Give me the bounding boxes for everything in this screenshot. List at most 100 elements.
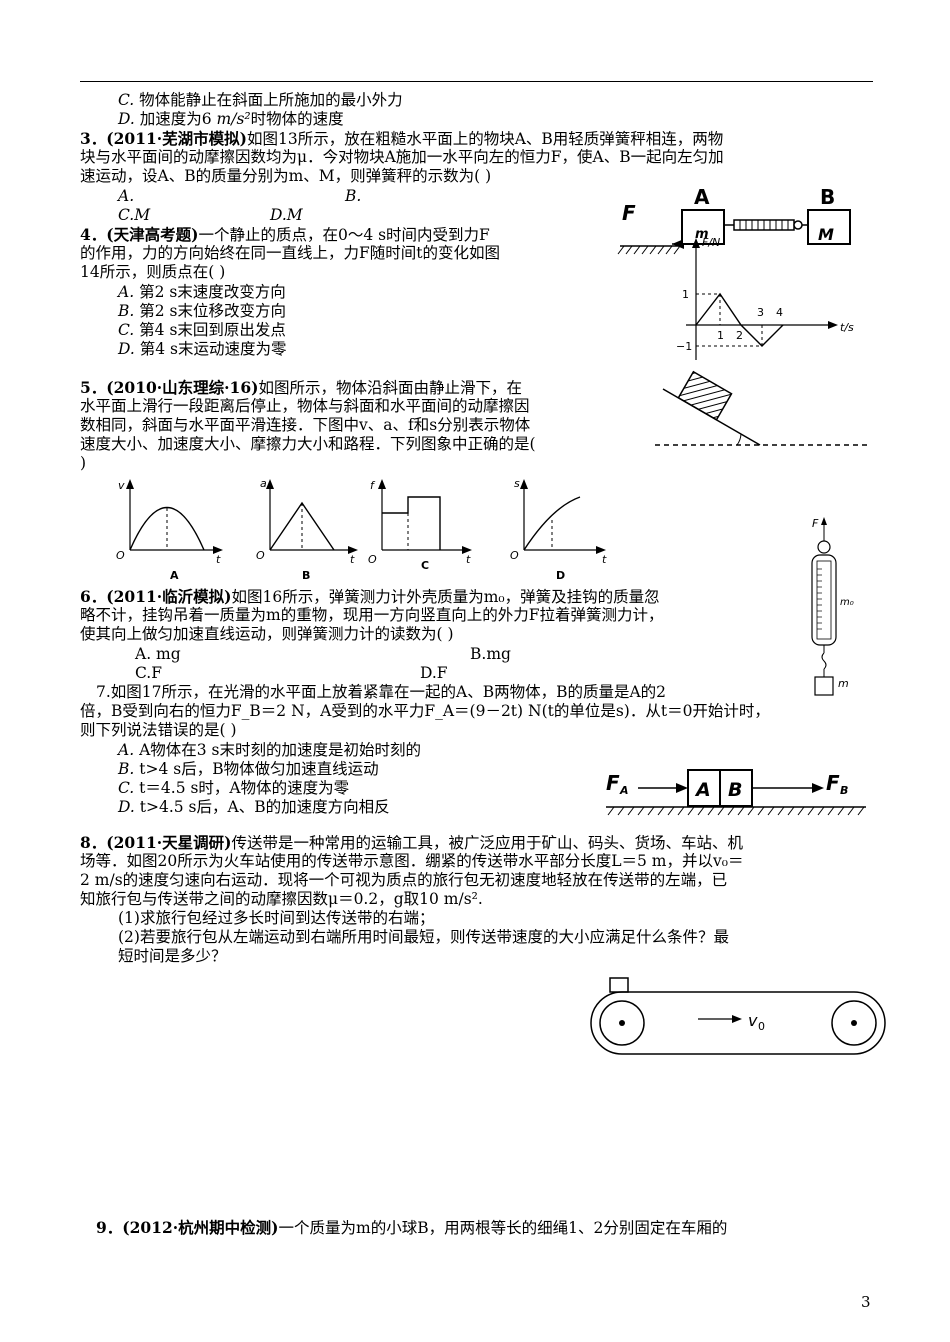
graph-ylabel: F/N — [702, 236, 720, 249]
q8-sub2: (2)若要旅行包从左端运动到右端所用时间最短，则传送带速度的大小应满足什么条件？… — [118, 928, 729, 946]
svg-text:O: O — [510, 549, 519, 562]
q6-option-b: B.mg — [470, 645, 511, 663]
luggage — [609, 977, 629, 993]
q7-option-a: A. A物体在3 s末时刻的加速度是初始时刻的 — [118, 741, 422, 759]
svg-text:O: O — [368, 553, 377, 566]
q7-line1: 7.如图17所示，在光滑的水平面上放着紧靠在一起的A、B两物体，B的质量是A的2 — [96, 683, 667, 701]
figure-blocks-spring: F A m B M — [617, 185, 851, 255]
figure-ab-blocks: F A A B F B — [606, 769, 866, 816]
svg-text:F: F — [606, 771, 620, 795]
svg-text:t: t — [466, 553, 471, 566]
svg-text:B: B — [302, 569, 310, 582]
graph-x2: 2 — [736, 329, 743, 342]
q6-line2: 略不计，挂钩吊着一质量为m的重物，现用一方向竖直向上的外力F拉着弹簧测力计， — [80, 606, 664, 624]
q4-option-b: B. 第2 s末位移改变方向 — [118, 302, 287, 320]
svg-text:m₀: m₀ — [840, 597, 854, 608]
q6-option-c: C.F — [135, 664, 162, 682]
figure-spring-scale: F m₀ m — [811, 517, 854, 696]
q7-option-d: D. t>4.5 s后，A、B的加速度方向相反 — [118, 798, 390, 816]
q4-option-c: C. 第4 s末回到原出发点 — [118, 321, 286, 339]
svg-text:D: D — [556, 569, 565, 582]
q3-option-d: D.M — [270, 206, 303, 224]
page-number: 3 — [861, 1293, 871, 1311]
block-b-mass: M — [818, 225, 834, 244]
svg-text:A: A — [694, 779, 711, 801]
q4-option-a: A. 第2 s末速度改变方向 — [118, 283, 286, 301]
figure-incline — [655, 370, 870, 446]
svg-text:A: A — [619, 784, 629, 797]
graph-b: a O t B — [256, 477, 358, 582]
q7-option-b: B. t>4 s后，B物体做匀加速直线运动 — [118, 760, 379, 778]
q6-line1: 6．(2011·临沂模拟)如图16所示，弹簧测力计外壳质量为m₀，弹簧及挂钩的质… — [80, 587, 660, 606]
graph-xlabel: t/s — [840, 321, 854, 334]
q8-line4: 知旅行包与传送带之间的动摩擦因数μ＝0.2，g取10 m/s². — [80, 890, 483, 908]
q7-line3: 则下列说法错误的是( ) — [80, 721, 237, 739]
q8-line1: 8．(2011·天星调研)传送带是一种常用的运输工具，被广泛应用于矿山、码头、货… — [80, 833, 744, 852]
svg-text:f: f — [370, 479, 376, 492]
svg-text:F: F — [812, 517, 819, 530]
svg-text:t: t — [602, 553, 607, 566]
graph-y1: 1 — [682, 288, 689, 301]
q3-line2: 块与水平面间的动摩擦因数均为μ．今对物块A施加一水平向左的恒力F，使A、B一起向… — [80, 148, 724, 166]
graph-ym1: −1 — [676, 340, 692, 353]
svg-text:a: a — [260, 477, 267, 490]
q3-option-a: A. — [118, 187, 135, 205]
figure-force-time-graph: F/N t/s 1 −1 1 2 3 4 — [676, 236, 854, 360]
q5-line2: 水平面上滑行一段距离后停止，物体与斜面和水平面间的动摩擦因 — [80, 397, 530, 415]
header-rule — [80, 81, 873, 82]
q7-line2: 倍，B受到向右的恒力F_B＝2 N，A受到的水平力F_A＝(9－2t) N(t的… — [80, 702, 770, 720]
graph-x1: 1 — [717, 329, 724, 342]
q3-option-b: B. — [345, 187, 362, 205]
q6-option-a: A. mg — [135, 645, 181, 663]
svg-text:0: 0 — [758, 1020, 765, 1033]
svg-text:B: B — [728, 779, 742, 801]
q5-line4: 速度大小、加速度大小、摩擦力大小和路程．下列图象中正确的是( — [80, 435, 536, 453]
svg-text:m: m — [838, 677, 849, 690]
q8-line2: 场等．如图20所示为火车站使用的传送带示意图．绷紧的传送带水平部分长度L＝5 m… — [80, 852, 744, 870]
svg-text:t: t — [350, 553, 355, 566]
q8-line3: 2 m/s的速度匀速向右运动．现将一个可视为质点的旅行包无初速度地轻放在传送带的… — [80, 871, 728, 889]
svg-text:t: t — [216, 553, 221, 566]
q4-line1: 4．(天津高考题)一个静止的质点，在0～4 s时间内受到力F — [80, 225, 490, 244]
q5-line3: 数相同，斜面与水平面平滑连接．下图中v、a、f和s分别表示物体 — [80, 416, 531, 434]
q3-line1: 3．(2011·芜湖市模拟)如图13所示，放在粗糙水平面上的物块A、B用轻质弹簧… — [80, 129, 724, 148]
block-a-label: A — [694, 185, 710, 209]
graph-x3: 3 — [757, 306, 764, 319]
block-b — [807, 209, 851, 245]
q6-option-d: D.F — [420, 664, 448, 682]
block-a-mass: m — [695, 227, 709, 242]
q4-option-d: D. 第4 s末运动速度为零 — [118, 340, 287, 358]
svg-text:B: B — [840, 784, 848, 797]
q5-line1: 5．(2010·山东理综·16)如图所示，物体沿斜面由静止滑下，在 — [80, 378, 522, 397]
block-a — [681, 209, 725, 245]
graph-d: s O t D — [510, 477, 607, 582]
figure-four-graphs: v O t A a O t B f O t C s O t D — [116, 477, 607, 582]
block-a — [687, 769, 721, 807]
q3-option-c: C.M — [118, 206, 151, 224]
svg-text:s: s — [514, 477, 520, 490]
block-b-label: B — [820, 185, 835, 209]
force-label-f: F — [622, 201, 636, 225]
q8-sub1: (1)求旅行包经过多长时间到达传送带的右端； — [118, 909, 435, 927]
force-curve — [695, 292, 784, 347]
q7-option-c: C. t＝4.5 s时，A物体的速度为零 — [118, 779, 350, 797]
svg-text:A: A — [170, 569, 179, 582]
option-d: D. 加速度为6 m/s²时物体的速度 — [118, 110, 344, 128]
svg-text:v: v — [748, 1011, 758, 1030]
svg-text:F: F — [826, 771, 840, 795]
graph-a: v O t A — [116, 479, 223, 582]
svg-text:O: O — [116, 549, 125, 562]
q3-line3: 速运动，设A、B的质量分别为m、M，则弹簧秤的示数为( ) — [80, 167, 492, 185]
q9-line1: 9．(2012·杭州期中检测)一个质量为m的小球B，用两根等长的细绳1、2分别固… — [96, 1218, 728, 1237]
graph-c: f O t C — [368, 479, 472, 572]
figure-conveyor-belt: v 0 — [590, 977, 886, 1055]
q6-line3: 使其向上做匀加速直线运动，则弹簧测力计的读数为( ) — [80, 625, 454, 643]
svg-text:v: v — [118, 479, 125, 492]
q4-line3: 14所示，则质点在( ) — [80, 263, 226, 281]
sliding-block — [677, 370, 733, 421]
option-c: C. 物体能静止在斜面上所施加的最小外力 — [118, 91, 403, 109]
q8-sub2b: 短时间是多少？ — [118, 947, 227, 965]
svg-text:C: C — [421, 559, 429, 572]
svg-text:O: O — [256, 549, 265, 562]
q5-line5: ) — [80, 454, 87, 472]
